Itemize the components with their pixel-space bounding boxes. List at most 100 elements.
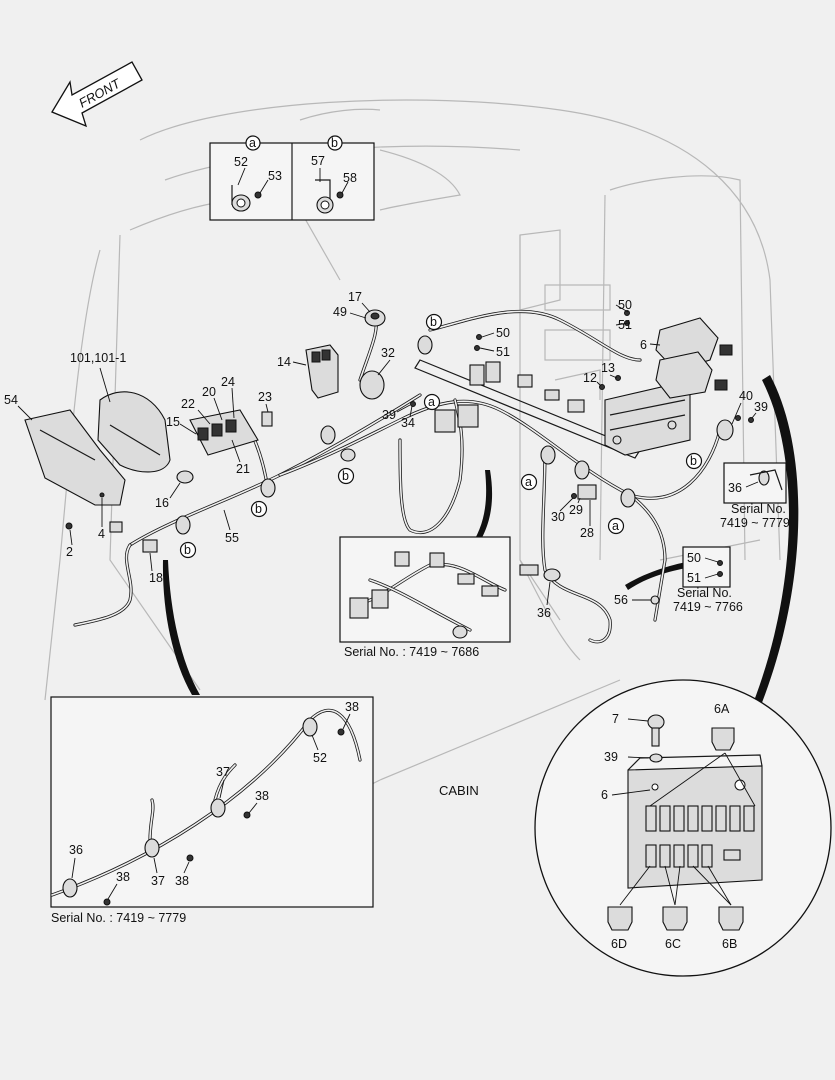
label-34: 34 — [401, 416, 415, 430]
component-40 — [716, 419, 734, 441]
serial-box-2: 50 51 Serial No. 7419 ~ 7766 — [673, 546, 743, 614]
cabin-label: CABIN — [439, 783, 479, 798]
svg-text:b: b — [342, 469, 349, 483]
label-22: 22 — [181, 397, 195, 411]
label-13: 13 — [601, 361, 615, 375]
label-6: 6 — [640, 338, 647, 352]
fuse-box-6 — [655, 317, 733, 399]
serial-note-1-line2: 7419 ~ 7779 — [720, 516, 790, 530]
callouts: b a b b b a a b — [179, 313, 703, 559]
serial-note-2-line2: 7419 ~ 7766 — [673, 600, 743, 614]
fuse-label-6C: 6C — [665, 937, 681, 951]
label-53: 53 — [268, 169, 282, 183]
label-23: 23 — [258, 390, 272, 404]
serial-note-4: Serial No. : 7419 ~ 7779 — [51, 911, 186, 925]
label-32: 32 — [381, 346, 395, 360]
label-52: 52 — [234, 155, 248, 169]
serial-note-3: Serial No. : 7419 ~ 7686 — [344, 645, 479, 659]
lower-label-37b: 37 — [151, 874, 165, 888]
label-16: 16 — [155, 496, 169, 510]
radio-unit — [604, 384, 700, 466]
serial-box-1: 36 Serial No. 7419 ~ 7779 — [720, 462, 790, 530]
label-51b: 51 — [618, 318, 632, 332]
label-2: 2 — [66, 545, 73, 559]
fasteners — [65, 310, 754, 530]
label-49: 49 — [333, 305, 347, 319]
svg-text:b: b — [255, 502, 262, 516]
label-36a: 36 — [728, 481, 742, 495]
inset-clamp-detail: a b 52 53 57 58 — [209, 135, 375, 221]
switch-panel-15-24 — [176, 409, 273, 484]
lower-label-38a: 38 — [345, 700, 359, 714]
svg-text:a: a — [525, 475, 532, 489]
label-50c: 50 — [687, 551, 701, 565]
label-36b: 36 — [537, 606, 551, 620]
fuse-label-6: 6 — [601, 788, 608, 802]
harness-clamps — [175, 335, 636, 535]
serial-note-1-line1: Serial No. — [731, 502, 786, 516]
component-17-49 — [364, 309, 386, 327]
svg-text:b: b — [184, 543, 191, 557]
component-56 — [650, 595, 660, 605]
fuse-row-upper — [645, 805, 755, 832]
label-4: 4 — [98, 527, 105, 541]
lower-label-38d: 38 — [175, 874, 189, 888]
part-labels: 101,101-1 54 2 4 18 15 22 20 24 23 21 16… — [4, 290, 768, 640]
inset-a-title: a — [249, 136, 256, 150]
fuse-label-6B: 6B — [722, 937, 737, 951]
label-14: 14 — [277, 355, 291, 369]
label-57: 57 — [311, 154, 325, 168]
lower-label-36: 36 — [69, 843, 83, 857]
label-20: 20 — [202, 385, 216, 399]
callout-a-1: a — [423, 393, 441, 411]
label-51c: 51 — [687, 571, 701, 585]
component-36 — [519, 564, 561, 582]
relay-group — [434, 361, 597, 500]
svg-text:a: a — [428, 395, 435, 409]
label-55: 55 — [225, 531, 239, 545]
lower-label-38b: 38 — [255, 789, 269, 803]
label-40: 40 — [739, 389, 753, 403]
fuse-box-inset: 7 6A 39 6 6D 6C 6B — [534, 679, 832, 977]
fuse-label-6D: 6D — [611, 937, 627, 951]
label-24: 24 — [221, 375, 235, 389]
fuse-label-7: 7 — [612, 712, 619, 726]
label-56: 56 — [614, 593, 628, 607]
inset-b-title: b — [331, 136, 338, 150]
svg-text:a: a — [612, 519, 619, 533]
label-29: 29 — [569, 503, 583, 517]
component-32 — [359, 370, 385, 400]
front-arrow: FRONT — [51, 61, 143, 128]
component-14 — [305, 344, 339, 399]
callout-a-3: a — [607, 517, 625, 535]
label-12: 12 — [583, 371, 597, 385]
lower-label-37a: 37 — [216, 765, 230, 779]
label-18: 18 — [149, 571, 163, 585]
label-101: 101,101-1 — [70, 351, 126, 365]
serial-box-3: Serial No. : 7419 ~ 7686 — [339, 536, 511, 659]
label-58: 58 — [343, 171, 357, 185]
callout-b-5: b — [685, 452, 703, 470]
lower-label-52: 52 — [313, 751, 327, 765]
lower-label-38c: 38 — [116, 870, 130, 884]
serial-note-2-line1: Serial No. — [677, 586, 732, 600]
component-101 — [97, 391, 171, 473]
component-18 — [109, 521, 158, 553]
label-28: 28 — [580, 526, 594, 540]
callout-b-3: b — [250, 500, 268, 518]
label-30: 30 — [551, 510, 565, 524]
svg-text:b: b — [690, 454, 697, 468]
label-21: 21 — [236, 462, 250, 476]
label-17: 17 — [348, 290, 362, 304]
callout-b-2: b — [337, 467, 355, 485]
lower-inset-harness: 38 52 37 38 36 38 37 38 — [50, 696, 374, 908]
callout-a-2: a — [520, 473, 538, 491]
label-15: 15 — [166, 415, 180, 429]
fuse-label-6A: 6A — [714, 702, 730, 716]
svg-text:b: b — [430, 315, 437, 329]
component-54 — [24, 409, 126, 506]
label-39a: 39 — [382, 408, 396, 422]
label-54: 54 — [4, 393, 18, 407]
callout-b-4: b — [179, 541, 197, 559]
